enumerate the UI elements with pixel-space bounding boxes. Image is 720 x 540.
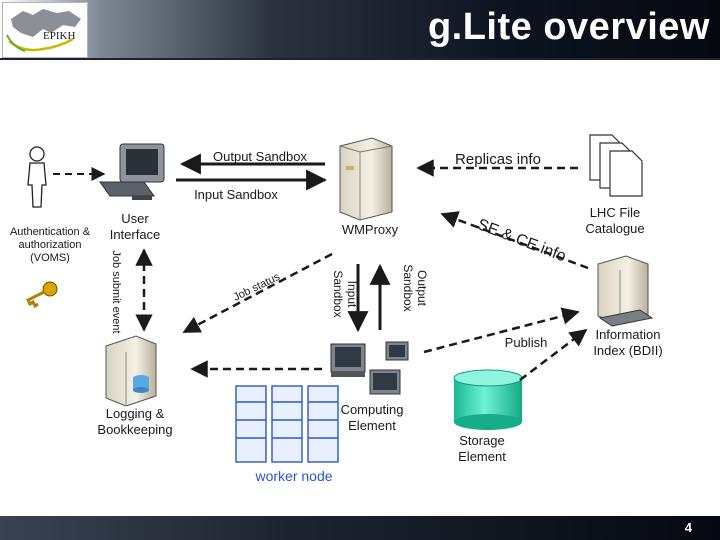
logging-label: Logging & Bookkeeping	[97, 406, 172, 437]
server-icon	[597, 255, 654, 327]
job-status-label: Job status	[232, 271, 283, 304]
svg-text:Computing: Computing	[341, 402, 404, 417]
svg-text:Index (BDII): Index (BDII)	[593, 343, 662, 358]
rack-icon	[235, 385, 339, 463]
output-sandbox-vertical-label: Output Sandbox	[401, 264, 429, 311]
input-sandbox-vertical-label: Input Sandbox	[331, 270, 359, 317]
computer-icon	[330, 341, 409, 395]
svg-text:Storage: Storage	[459, 433, 505, 448]
svg-text:Sandbox: Sandbox	[331, 270, 345, 317]
svg-text:Authentication &: Authentication &	[10, 226, 91, 238]
header-bar	[0, 0, 720, 58]
computer-icon	[99, 143, 165, 200]
map-logo-icon	[6, 9, 81, 52]
svg-text:Sandbox: Sandbox	[401, 264, 415, 311]
svg-text:authorization: authorization	[19, 239, 82, 251]
database-icon	[453, 369, 523, 430]
svg-text:Interface: Interface	[110, 227, 161, 242]
diagram-arrows	[53, 153, 589, 381]
replicas-info-label: Replicas info	[455, 151, 541, 168]
logo-text: EPIKH	[43, 30, 76, 42]
svg-text:Information: Information	[595, 327, 660, 342]
footer-bar: 4	[0, 516, 720, 540]
user-interface-label: User Interface	[110, 211, 161, 242]
svg-text:Element: Element	[348, 418, 396, 433]
svg-text:(VOMS): (VOMS)	[30, 252, 70, 264]
publish-label: Publish	[505, 335, 548, 350]
computing-element-label: Computing Element	[341, 402, 404, 433]
information-index-label: Information Index (BDII)	[593, 327, 662, 358]
svg-text:Logging &: Logging &	[106, 406, 165, 421]
worker-node-label: worker node	[254, 468, 332, 484]
svg-text:User: User	[121, 211, 149, 226]
key-icon	[25, 281, 58, 309]
svg-text:LHC File: LHC File	[590, 205, 641, 220]
storage-element-label: Storage Element	[458, 433, 506, 464]
svg-text:Output: Output	[415, 270, 429, 307]
input-sandbox-label: Input Sandbox	[194, 187, 278, 202]
wmproxy-label: WMProxy	[342, 222, 399, 237]
lhc-label: LHC File Catalogue	[585, 205, 644, 236]
job-submit-label: Job submit event	[110, 250, 122, 333]
server-icon	[339, 137, 393, 221]
svg-text:Element: Element	[458, 449, 506, 464]
se-ce-info-label: SE & CE info	[475, 216, 568, 265]
documents-icon	[589, 134, 643, 197]
person-icon	[27, 146, 47, 208]
server-icon	[105, 335, 157, 407]
header-divider	[0, 58, 720, 60]
svg-text:Input: Input	[345, 281, 359, 308]
page-number: 4	[684, 520, 692, 535]
svg-text:Catalogue: Catalogue	[585, 221, 644, 236]
svg-text:Bookkeeping: Bookkeeping	[97, 422, 172, 437]
output-sandbox-label: Output Sandbox	[213, 149, 307, 164]
page-title: g.Lite overview	[427, 6, 710, 48]
logo: EPIKH	[2, 2, 88, 58]
auth-label: Authentication & authorization (VOMS)	[10, 226, 91, 264]
